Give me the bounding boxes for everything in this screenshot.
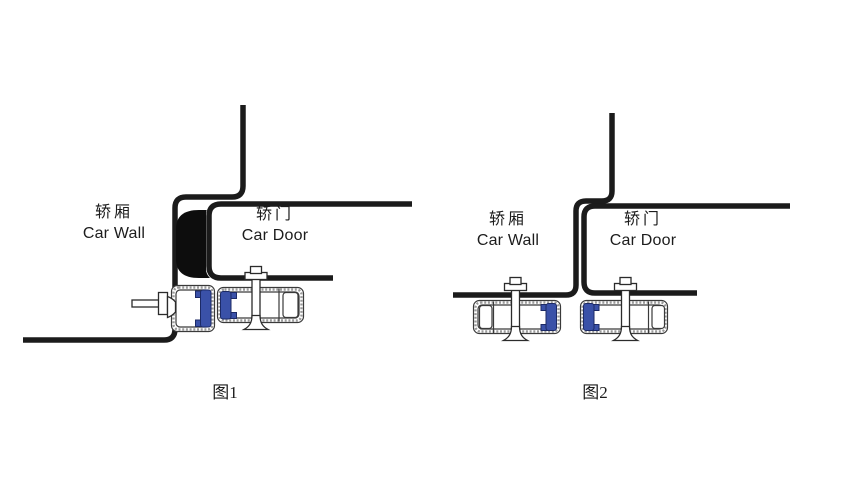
fig2-car-wall-line [453, 113, 615, 298]
fig2-wall-rubber-insert [540, 303, 557, 331]
fig1-car-door-line [206, 201, 412, 281]
fig1-car-door-label: 轿门 Car Door [215, 204, 335, 246]
fig2-car-wall-label-en: Car Wall [476, 232, 540, 249]
figure1-drawing [23, 105, 418, 343]
fig1-car-wall-label-zh: 轿厢 [94, 204, 133, 221]
fig1-caption: 图1 [212, 383, 238, 402]
fig2-car-door-label-en: Car Door [609, 232, 677, 249]
fig1-car-door-label-en: Car Door [241, 227, 309, 244]
fig2-car-wall-label: 轿厢 Car Wall [448, 209, 568, 251]
fig1-wall-rubber-insert [195, 289, 212, 328]
fig1-car-wall-label: 轿厢 Car Wall [54, 202, 174, 244]
fig1-door-seal-blob [176, 210, 215, 278]
fig1-car-door-fill [206, 202, 418, 281]
fig2-caption: 图2 [582, 383, 608, 402]
fig2-car-wall-label-zh: 轿厢 [488, 211, 527, 228]
fig1-door-rubber-insert [220, 291, 237, 320]
fig1-car-door-label-zh: 轿门 [255, 206, 294, 223]
fig2-car-door-label-zh: 轿门 [623, 211, 662, 228]
fig2-door-rubber-insert [583, 303, 600, 331]
fig1-car-wall-line [23, 105, 246, 343]
fig1-car-wall-label-en: Car Wall [82, 225, 146, 242]
fig1-horizontal-bolt [131, 291, 177, 319]
figure2-drawing [453, 113, 790, 342]
fig2-car-door-line [581, 203, 790, 296]
fig2-car-door-label: 轿门 Car Door [583, 209, 703, 251]
